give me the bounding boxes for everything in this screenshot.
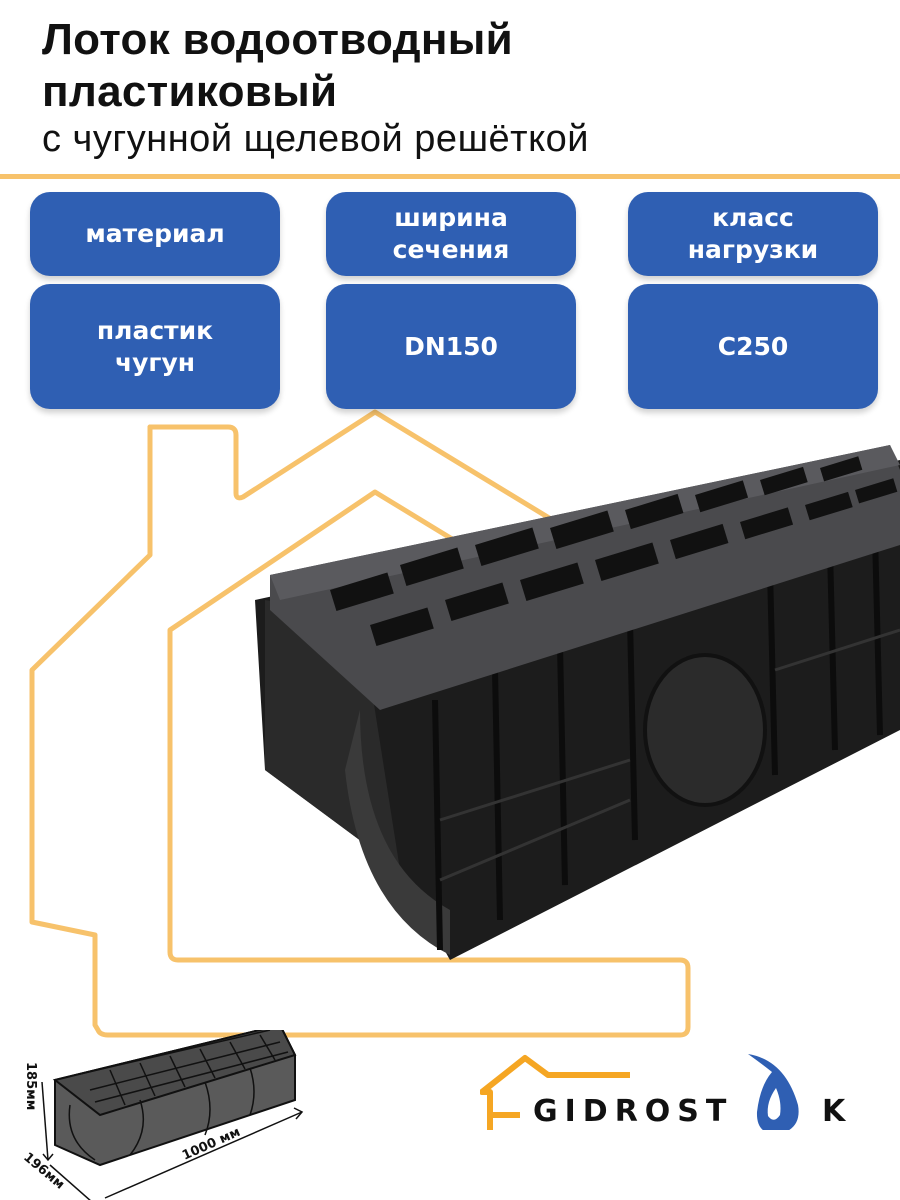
page-title: Лоток водоотводный пластиковый [42,14,513,118]
spec-label-width: ширина сечения [326,192,576,276]
title-line-1: Лоток водоотводный [42,15,513,64]
spec-value-load-class: C250 [628,284,878,409]
dimension-schematic-icon [41,1030,304,1200]
header-divider [0,174,900,179]
brand-name-right: K [822,1094,846,1129]
gidrostok-logo-icon [480,1054,799,1130]
spec-value-width: DN150 [326,284,576,409]
brand-name-left: GIDROST [533,1094,734,1129]
dimension-height: 185мм [23,1062,38,1111]
drain-channel-image [255,445,900,960]
spec-label-material: материал [30,192,280,276]
spec-value-material: пластик чугун [30,284,280,409]
page-subtitle: с чугунной щелевой решёткой [42,118,590,160]
spec-label-load-class: класс нагрузки [628,192,878,276]
title-line-2: пластиковый [42,67,338,116]
